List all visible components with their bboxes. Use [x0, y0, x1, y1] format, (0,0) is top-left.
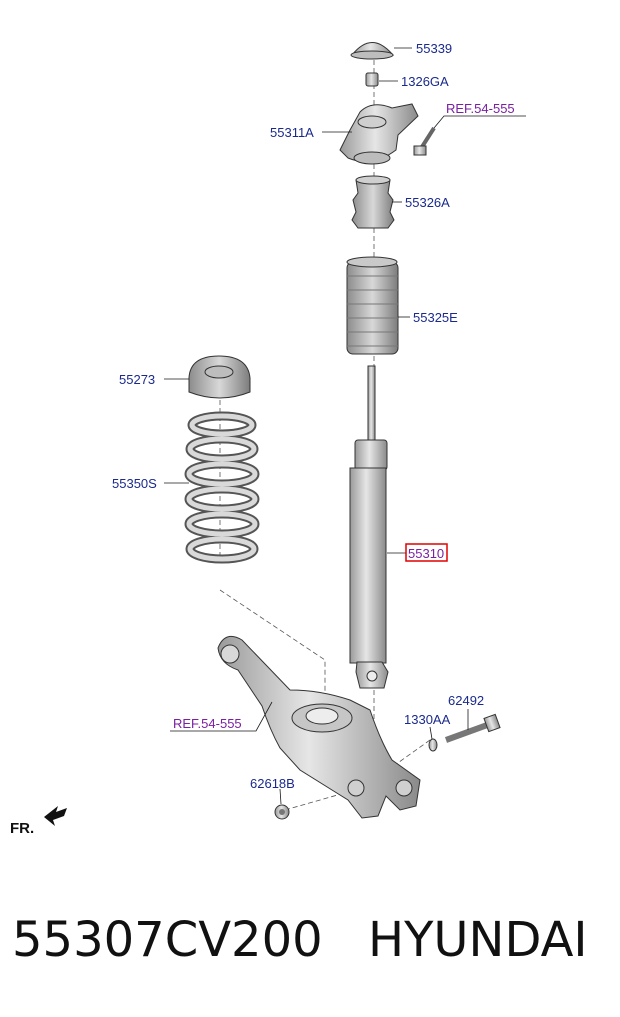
leader-1330aa: [429, 726, 433, 740]
brand-name-text: HYUNDAI: [368, 912, 588, 968]
label-55273: 55273: [119, 372, 155, 387]
strut-mount-part: [339, 103, 419, 165]
dust-cover-part: [346, 256, 399, 355]
ref-label-bottom[interactable]: REF.54-555: [173, 716, 242, 731]
label-55339: 55339: [416, 41, 452, 56]
dust-cap-part: [350, 42, 395, 60]
spring-pad-part: [188, 355, 251, 399]
exploded-parts-diagram: 55339 1326GA 55311A REF.54-555 55326A 55…: [10, 41, 526, 837]
spring-to-arm-dash: [219, 589, 326, 700]
part-caption: 55307CV200 HYUNDAI: [0, 900, 620, 980]
flange-nut-part: [274, 804, 290, 820]
label-55311a: 55311A: [270, 125, 314, 140]
leader-62618b: [279, 788, 282, 805]
part-number-text: 55307CV200: [12, 912, 323, 968]
label-62618b: 62618B: [250, 776, 295, 791]
highlight-box-55310: [405, 543, 448, 562]
lock-nut-part: [365, 72, 379, 87]
arm-bolt-part: [444, 713, 501, 743]
label-55325e: 55325E: [413, 310, 458, 325]
mount-bolt-part: [413, 126, 436, 156]
leader-ref-bottom: [170, 701, 273, 732]
label-55350s: 55350S: [112, 476, 157, 491]
bump-stopper-part: [351, 175, 395, 229]
shock-absorber-part: [349, 365, 389, 689]
label-1330aa: 1330AA: [404, 712, 451, 727]
leader-ref-top: [433, 115, 526, 129]
coil-spring-highlight: [186, 413, 258, 562]
label-62492: 62492: [448, 693, 484, 708]
front-direction-indicator: FR.: [10, 806, 67, 837]
label-1326ga: 1326GA: [401, 74, 449, 89]
label-55310[interactable]: 55310: [408, 546, 444, 561]
label-55326a: 55326A: [405, 195, 450, 210]
front-arrow-icon: [44, 806, 67, 826]
front-direction-label: FR.: [10, 820, 34, 837]
washer-part: [428, 738, 438, 752]
lower-arm-part: [217, 635, 421, 819]
ref-label-top[interactable]: REF.54-555: [446, 101, 515, 116]
